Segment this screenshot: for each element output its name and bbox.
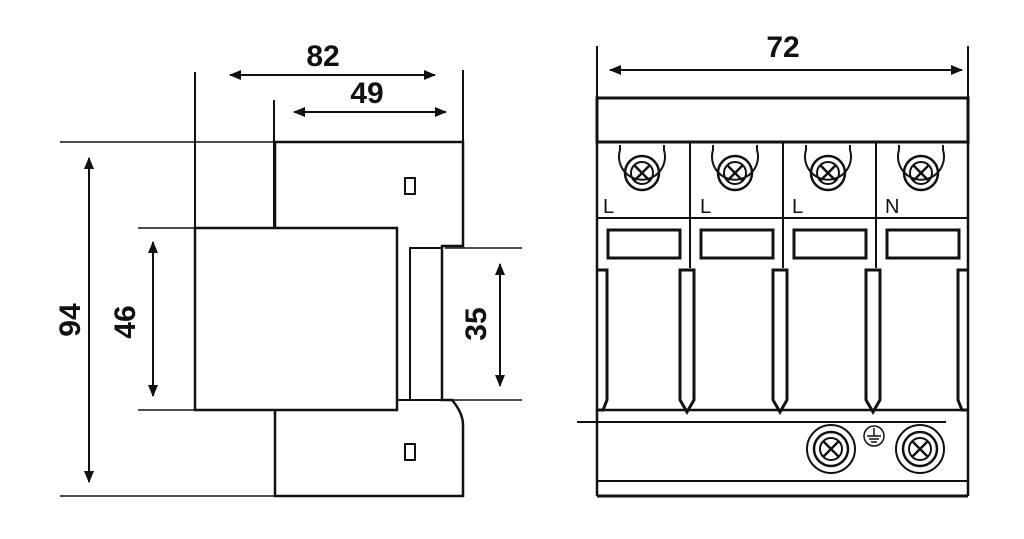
- dimension-82-label: 82: [306, 40, 339, 73]
- status-window: [699, 228, 775, 260]
- module-handle: [771, 268, 789, 415]
- terminal-screw-icon: [618, 145, 666, 192]
- indicator-window: [404, 177, 416, 195]
- rail-clip: [397, 248, 452, 401]
- status-window: [885, 228, 961, 260]
- terminal-label: L: [792, 196, 803, 218]
- ground-icon: [863, 425, 885, 447]
- front-protrusion: [193, 226, 399, 412]
- module-handle: [598, 268, 609, 412]
- terminal-screw-icon: [711, 145, 759, 192]
- side-view: [60, 70, 522, 498]
- status-window: [606, 228, 682, 260]
- ground-terminal-screw-icon: [806, 424, 856, 474]
- module-handle: [956, 268, 967, 412]
- dimension-72-label: 72: [766, 31, 799, 64]
- terminal-screw-icon: [804, 145, 852, 192]
- module-handle: [864, 268, 882, 415]
- terminal-screw-icon: [897, 145, 945, 192]
- ground-terminal-screw-icon: [895, 424, 945, 474]
- dimension-49-label: 49: [350, 77, 383, 110]
- indicator-window: [404, 443, 416, 461]
- dimension-94-label: 94: [54, 303, 87, 337]
- terminal-label: N: [885, 196, 899, 218]
- terminal-label: L: [603, 196, 614, 218]
- device-body-outline: [273, 140, 465, 498]
- top-band: [595, 96, 970, 144]
- dimension-35-label: 35: [460, 307, 493, 340]
- dimension-46-label: 46: [109, 305, 142, 338]
- module-handle: [678, 268, 696, 415]
- front-view: [577, 46, 970, 498]
- status-window: [792, 228, 868, 260]
- terminal-label: L: [700, 196, 711, 218]
- rail-clip: [396, 228, 442, 401]
